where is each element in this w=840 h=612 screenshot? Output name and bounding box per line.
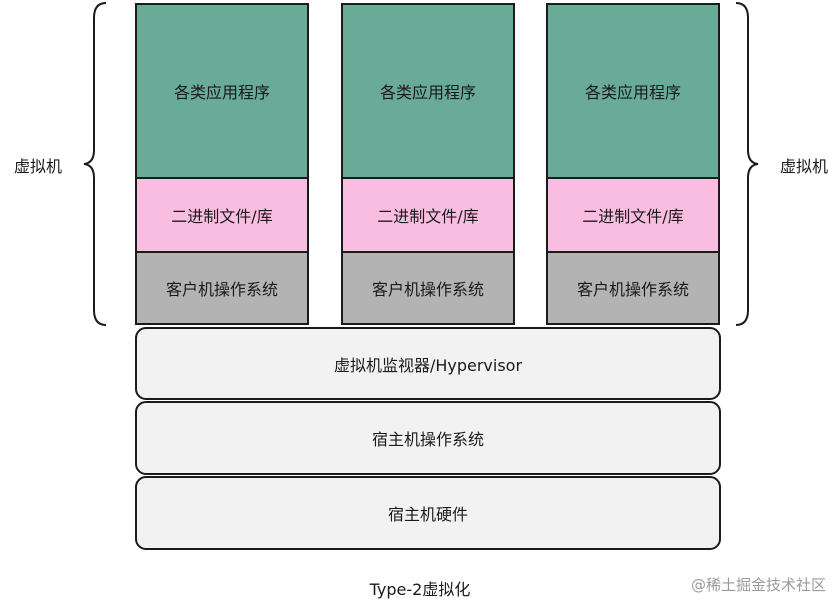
vm-guest-os: 客户机操作系统 (343, 253, 513, 323)
vm-block-3: 各类应用程序 二进制文件/库 客户机操作系统 (546, 3, 720, 325)
hypervisor-layer: 虚拟机监视器/Hypervisor (135, 327, 721, 400)
vm-block-1: 各类应用程序 二进制文件/库 客户机操作系统 (135, 3, 309, 325)
vm-block-2: 各类应用程序 二进制文件/库 客户机操作系统 (341, 3, 515, 325)
right-brace-icon (735, 2, 759, 326)
vm-guest-os: 客户机操作系统 (137, 253, 307, 323)
left-vm-label: 虚拟机 (14, 157, 63, 176)
diagram-caption: Type-2虚拟化 (369, 580, 471, 599)
host-os-layer: 宿主机操作系统 (135, 401, 721, 475)
vm-apps: 各类应用程序 (137, 5, 307, 179)
vm-binaries: 二进制文件/库 (548, 179, 718, 253)
vm-apps: 各类应用程序 (548, 5, 718, 179)
host-hardware-layer: 宿主机硬件 (135, 476, 721, 550)
vm-apps: 各类应用程序 (343, 5, 513, 179)
left-brace-icon (83, 2, 107, 326)
watermark: @稀土掘金技术社区 (690, 576, 826, 594)
vm-binaries: 二进制文件/库 (137, 179, 307, 253)
right-vm-label: 虚拟机 (780, 157, 829, 176)
vm-binaries: 二进制文件/库 (343, 179, 513, 253)
vm-guest-os: 客户机操作系统 (548, 253, 718, 323)
